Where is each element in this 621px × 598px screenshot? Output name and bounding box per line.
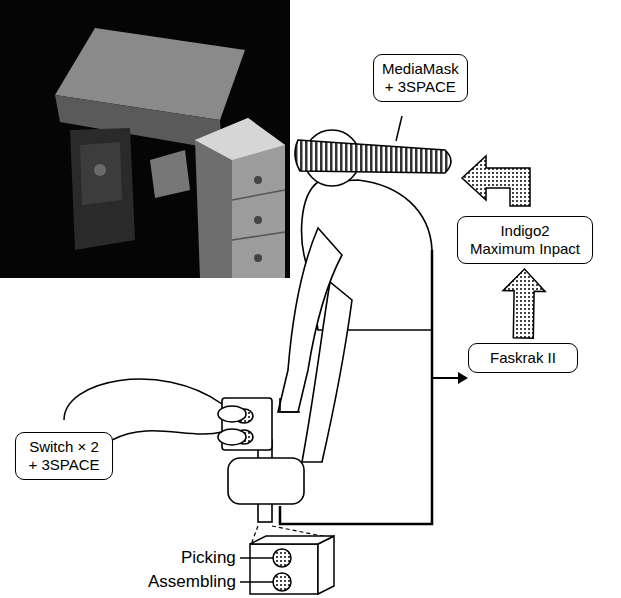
upper-arm: [278, 228, 342, 412]
assembling-switch: [273, 573, 291, 591]
drawer-knob: [254, 216, 262, 224]
switch-label: Picking: [181, 549, 236, 568]
display-arrow: [462, 156, 530, 206]
finger: [218, 406, 246, 422]
tracker-line: [432, 377, 462, 379]
zoom-line: [252, 526, 258, 542]
dark-panel: [80, 142, 122, 205]
gripping-hand: [228, 458, 304, 504]
knob: [94, 164, 106, 176]
cable: [64, 379, 222, 420]
switch-box: Switch × 2 + 3SPACE: [15, 432, 113, 480]
box-text: Indigo2 Maximum Inpact: [466, 222, 584, 258]
drawer-knob: [254, 254, 262, 262]
vr-screenshot: [0, 0, 290, 278]
hmd-box: MediaMask + 3SPACE: [373, 54, 468, 102]
drawer-line: [232, 190, 285, 200]
inset-side: [318, 536, 334, 594]
dark-part: [70, 128, 135, 250]
box-text: Switch × 2 + 3SPACE: [24, 438, 104, 474]
drawer-line: [232, 232, 285, 240]
drawer-knob: [254, 176, 262, 184]
leader-line: [396, 116, 402, 141]
arrow-head: [458, 372, 468, 384]
body-frame: [280, 250, 432, 524]
part-block: [150, 150, 190, 198]
cabinet-top: [195, 118, 285, 160]
head-mounted-display: [295, 140, 451, 173]
computer-box: Indigo2 Maximum Inpact: [457, 216, 593, 264]
wrist: [280, 398, 300, 412]
cabinet-side: [195, 140, 232, 278]
finger: [218, 429, 246, 445]
cable: [112, 431, 222, 440]
leader-line: [240, 557, 273, 559]
tracker-box: Faskrak II: [468, 343, 578, 373]
data-flow-arrow: [503, 269, 545, 338]
screen-background: [0, 0, 290, 278]
leader-line: [240, 581, 273, 583]
box-text: Faskrak II: [477, 349, 569, 367]
operator-figure: [218, 130, 451, 522]
inset-top: [250, 536, 334, 544]
inset-front: [250, 544, 318, 594]
cabinet: [195, 118, 285, 278]
box-text: MediaMask + 3SPACE: [382, 60, 459, 96]
switch-label: Assembling: [148, 573, 236, 592]
picking-switch: [273, 549, 291, 567]
